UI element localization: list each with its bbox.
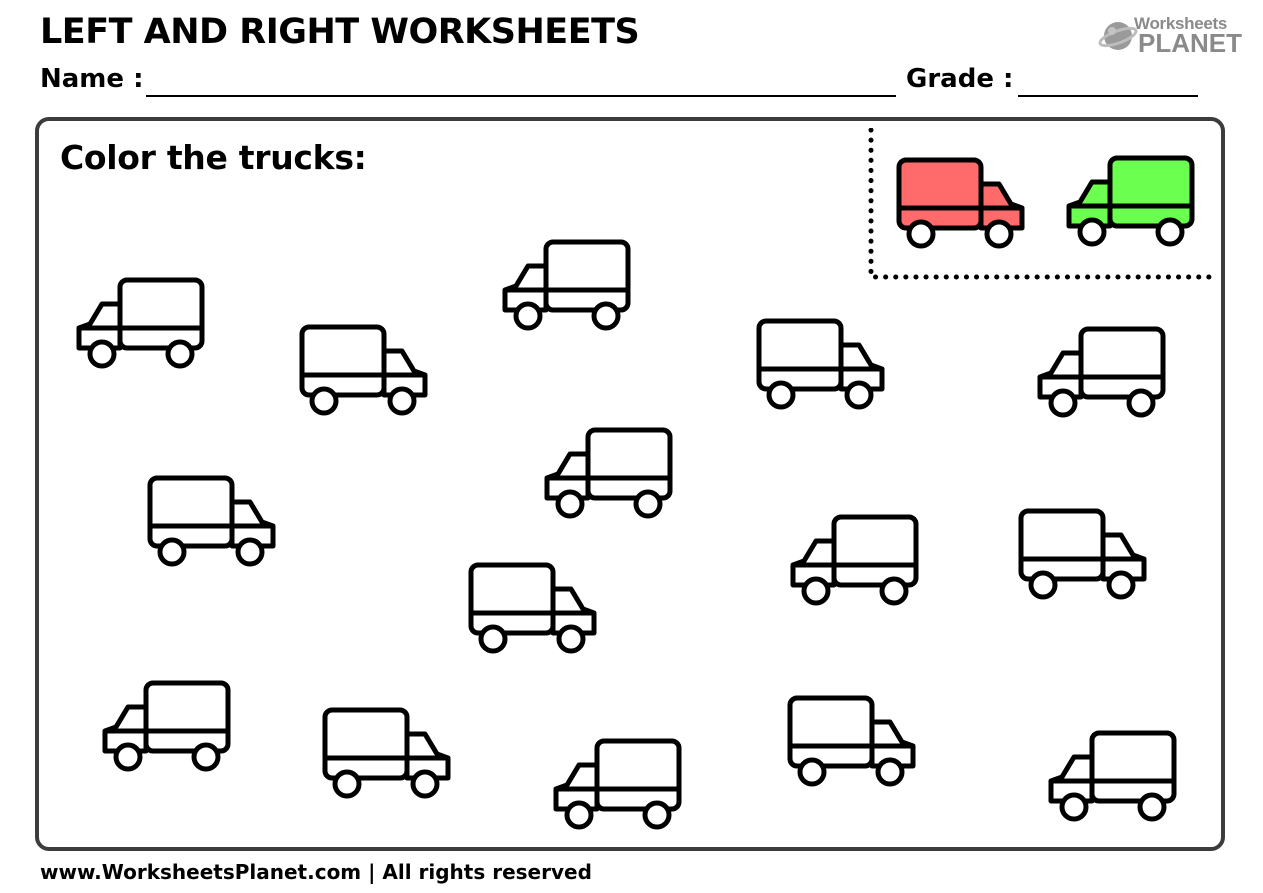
truck-right-14[interactable] xyxy=(786,694,918,790)
instruction-text: Color the trucks: xyxy=(60,138,367,177)
truck-right-3[interactable] xyxy=(298,323,430,419)
grade-label: Grade : xyxy=(906,64,1014,94)
truck-left-8[interactable] xyxy=(788,513,920,609)
worksheets-planet-logo: Worksheets PLANET xyxy=(1098,14,1243,58)
truck-left-13[interactable] xyxy=(551,737,683,833)
worksheet-panel xyxy=(35,117,1225,851)
truck-left-5[interactable] xyxy=(1035,325,1167,421)
truck-left-6[interactable] xyxy=(542,426,674,522)
name-label: Name : xyxy=(40,64,144,94)
key-truck-green xyxy=(1064,154,1196,250)
truck-right-7[interactable] xyxy=(146,474,278,570)
truck-right-4[interactable] xyxy=(755,317,887,413)
truck-left-2[interactable] xyxy=(500,238,632,334)
logo-text-top: Worksheets xyxy=(1134,14,1228,33)
truck-left-11[interactable] xyxy=(100,679,232,775)
grade-line[interactable] xyxy=(1018,95,1198,97)
name-line[interactable] xyxy=(146,95,896,97)
worksheet-title: LEFT AND RIGHT WORKSHEETS xyxy=(40,12,640,52)
truck-right-10[interactable] xyxy=(467,561,599,657)
name-grade-row: Name : Grade : xyxy=(40,62,1200,102)
example-key xyxy=(868,128,1220,280)
logo-text-bottom: PLANET xyxy=(1138,28,1242,58)
truck-right-12[interactable] xyxy=(321,706,453,802)
truck-right-9[interactable] xyxy=(1017,507,1149,603)
key-truck-red xyxy=(895,156,1027,252)
footer-copyright: www.WorksheetsPlanet.com | All rights re… xyxy=(40,860,592,884)
planet-icon xyxy=(1098,22,1138,50)
truck-left-15[interactable] xyxy=(1046,729,1178,825)
truck-left-1[interactable] xyxy=(74,276,206,372)
